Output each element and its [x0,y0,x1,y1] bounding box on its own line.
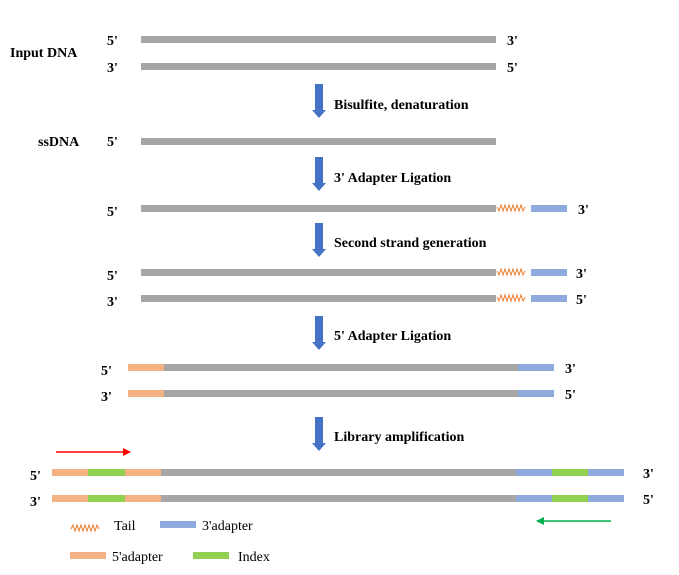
legend-index-swatch [193,552,229,559]
row3-tail [496,203,526,213]
row4-top-3-adapter [531,269,567,276]
row3-right-end: 3' [578,203,589,218]
row6-top-left-end: 5' [30,469,41,484]
row1-top-left-end: 5' [107,34,118,49]
step-4-label: 5' Adapter Ligation [334,329,451,344]
row4-top-left-end: 5' [107,269,118,284]
legend-tail-swatch [70,523,100,533]
row4-bottom-tail [496,293,526,303]
row6-bottom-right-end: 5' [643,493,654,508]
step-arrow-4 [312,316,326,350]
row5-bottom-strand [164,390,518,397]
legend-3-adapter-swatch [160,521,196,528]
row4-top-tail [496,267,526,277]
row1-bottom-left-end: 3' [107,61,118,76]
row4-bottom-strand [141,295,496,302]
ssdna-strand [141,138,496,145]
step-arrow-3 [312,223,326,257]
row6-bottom-index-right [552,495,588,502]
step-5-label: Library amplification [334,430,464,445]
row5-bottom-5-adapter [128,390,164,397]
row6-bottom-left-end: 3' [30,495,41,510]
row4-bottom-left-end: 3' [107,295,118,310]
row4-top-strand [141,269,496,276]
row6-bottom-3-adapter-b [588,495,624,502]
row1-top-right-end: 3' [507,34,518,49]
row4-bottom-3-adapter [531,295,567,302]
row3-left-end: 5' [107,205,118,220]
input-dna-label: Input DNA [10,46,78,61]
row5-top-left-end: 5' [101,364,112,379]
step-1-label: Bisulfite, denaturation [334,98,469,113]
row6-top-index-left [88,469,125,476]
row5-bottom-right-end: 5' [565,388,576,403]
step-arrow-5 [312,417,326,451]
row4-bottom-right-end: 5' [576,293,587,308]
legend-index-label: Index [238,550,270,565]
row6-top-index-right [552,469,588,476]
input-dna-bottom-strand [141,63,496,70]
row6-top-3-adapter-a [516,469,552,476]
row5-top-5-adapter [128,364,164,371]
step-2-label: 3' Adapter Ligation [334,171,451,186]
input-dna-top-strand [141,36,496,43]
row6-top-strand [161,469,516,476]
row5-top-3-adapter [518,364,554,371]
row1-bottom-right-end: 5' [507,61,518,76]
row6-top-right-end: 3' [643,467,654,482]
legend-5-adapter-swatch [70,552,106,559]
row2-left-end: 5' [107,135,118,150]
step-arrow-1 [312,84,326,118]
row6-top-5-adapter-a [52,469,88,476]
legend-3-adapter-label: 3'adapter [202,519,253,534]
row6-top-5-adapter-b [125,469,161,476]
legend-tail-label: Tail [114,519,136,534]
row4-top-right-end: 3' [576,267,587,282]
ssdna-label: ssDNA [38,135,80,150]
row6-bottom-3-adapter-a [516,495,552,502]
row6-top-3-adapter-b [588,469,624,476]
row5-bottom-left-end: 3' [101,390,112,405]
row5-top-right-end: 3' [565,362,576,377]
row3-3-adapter [531,205,567,212]
row5-top-strand [164,364,518,371]
step-arrow-2 [312,157,326,191]
row3-strand [141,205,496,212]
row5-bottom-3-adapter [518,390,554,397]
row6-bottom-index-left [88,495,125,502]
step-3-label: Second strand generation [334,236,487,251]
row6-bottom-5-adapter-a [52,495,88,502]
row6-bottom-5-adapter-b [125,495,161,502]
legend-5-adapter-label: 5'adapter [112,550,163,565]
row6-bottom-strand [161,495,516,502]
